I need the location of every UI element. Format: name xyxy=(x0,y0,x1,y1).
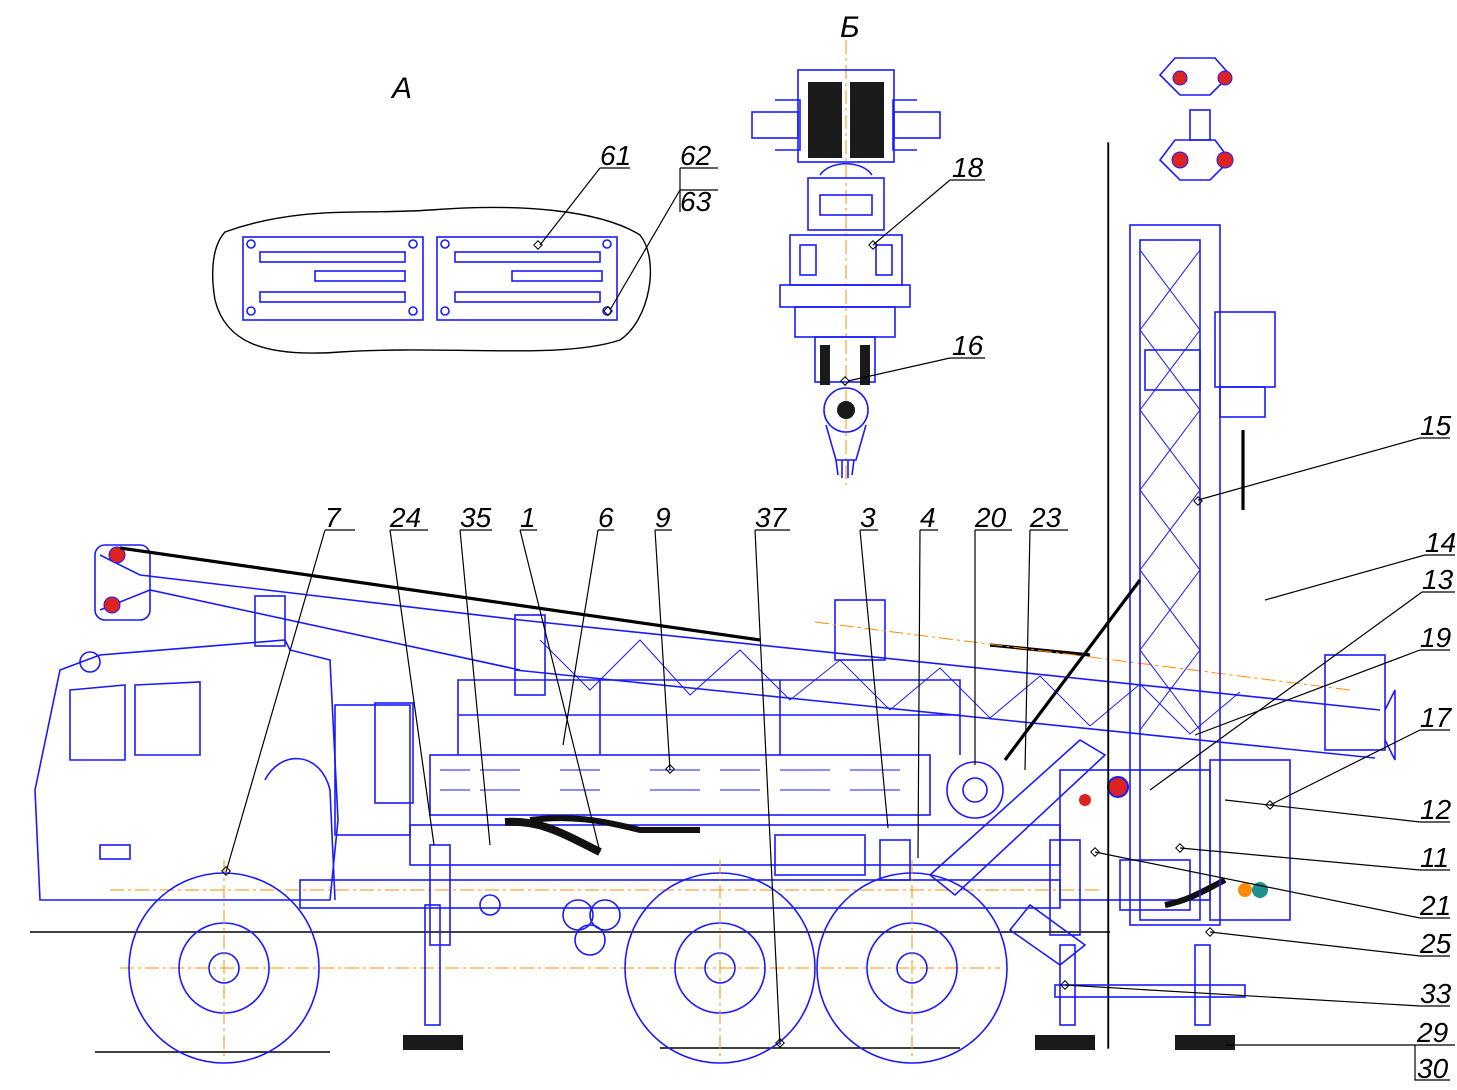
callout-4: 4 xyxy=(920,502,936,533)
callout-15: 15 xyxy=(1420,410,1452,441)
callout-23: 23 xyxy=(1029,502,1062,533)
callout-29: 29 xyxy=(1416,1017,1448,1048)
callout-16: 16 xyxy=(952,330,984,361)
callout-30: 30 xyxy=(1417,1053,1449,1084)
callout-3: 3 xyxy=(860,502,876,533)
view-b-head-assembly xyxy=(751,40,941,485)
callout-9: 9 xyxy=(655,502,671,533)
callout-25: 25 xyxy=(1419,928,1452,959)
wheel-rear xyxy=(816,860,1008,1064)
callout-63: 63 xyxy=(680,186,712,217)
view-a-label: А xyxy=(390,72,412,105)
callout-7: 7 xyxy=(325,502,342,533)
callout-6: 6 xyxy=(598,502,614,533)
callout-37: 37 xyxy=(755,502,788,533)
callout-62: 62 xyxy=(680,140,712,171)
main-side-view xyxy=(30,57,1396,1064)
view-b-label: Б xyxy=(840,11,860,44)
callout-33: 33 xyxy=(1420,978,1452,1009)
callout-13: 13 xyxy=(1422,564,1454,595)
labels: А Б 61 62 63 18 16 15 14 13 19 17 12 11 … xyxy=(325,11,1456,1084)
callout-17: 17 xyxy=(1420,702,1453,733)
leader-lines xyxy=(221,167,1455,1081)
callout-20: 20 xyxy=(974,502,1007,533)
callout-21: 21 xyxy=(1419,890,1451,921)
view-a-nameplates xyxy=(212,206,652,354)
wheel-middle xyxy=(624,860,816,1064)
callout-61: 61 xyxy=(600,140,631,171)
callout-19: 19 xyxy=(1420,622,1451,653)
callout-14: 14 xyxy=(1425,527,1456,558)
callout-35: 35 xyxy=(460,502,492,533)
callout-1: 1 xyxy=(520,502,536,533)
callout-18: 18 xyxy=(952,152,984,183)
callout-12: 12 xyxy=(1420,794,1452,825)
callout-24: 24 xyxy=(389,502,421,533)
callout-11: 11 xyxy=(1420,842,1449,873)
